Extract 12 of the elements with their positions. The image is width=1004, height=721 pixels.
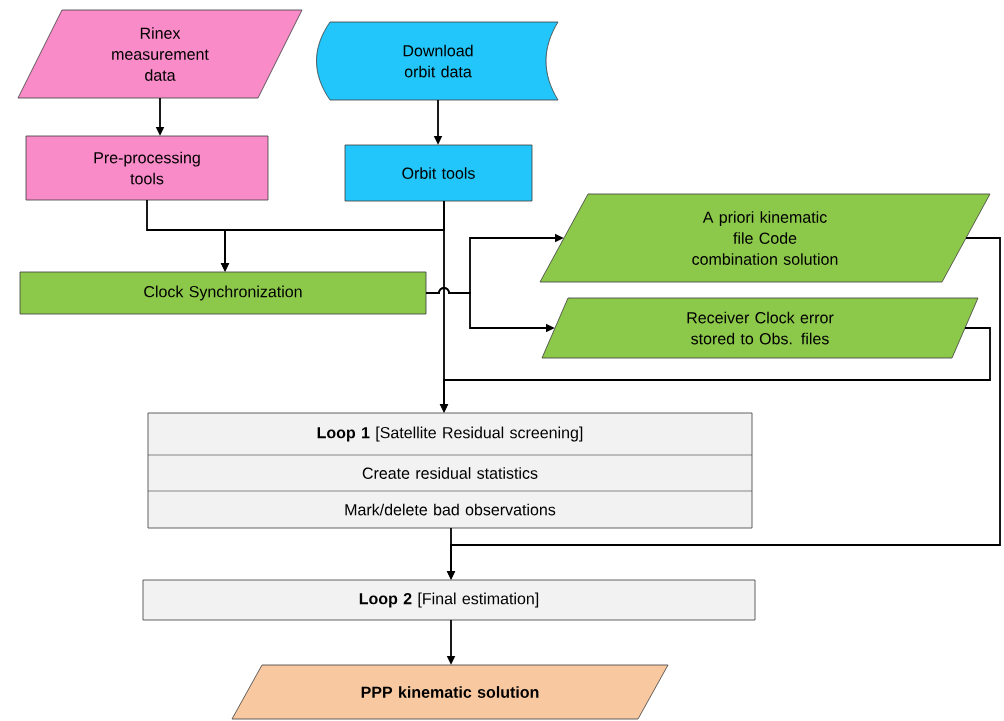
output-parallelogram: PPP kinematic solution [231,664,669,720]
row-text: Create residual statistics [362,467,538,479]
process-box: Orbit tools [344,144,533,202]
process-box: Clock Synchronization [19,271,427,315]
row-text: Mark/delete bad observations [345,503,556,516]
data-parallelogram: A priori kinematic file Code combination solution [539,193,991,283]
loop-box [147,412,753,529]
data-parallelogram: Rinex measurement data [17,9,303,99]
data-parallelogram: Receiver Clock error stored to Obs. files [541,297,979,359]
process-box: Pre-processing tools [25,135,269,201]
loop-box: Loop 2 [Final estimation] [142,579,756,621]
row-text: Loop 1 [Satellite Residual screening] [317,426,583,442]
